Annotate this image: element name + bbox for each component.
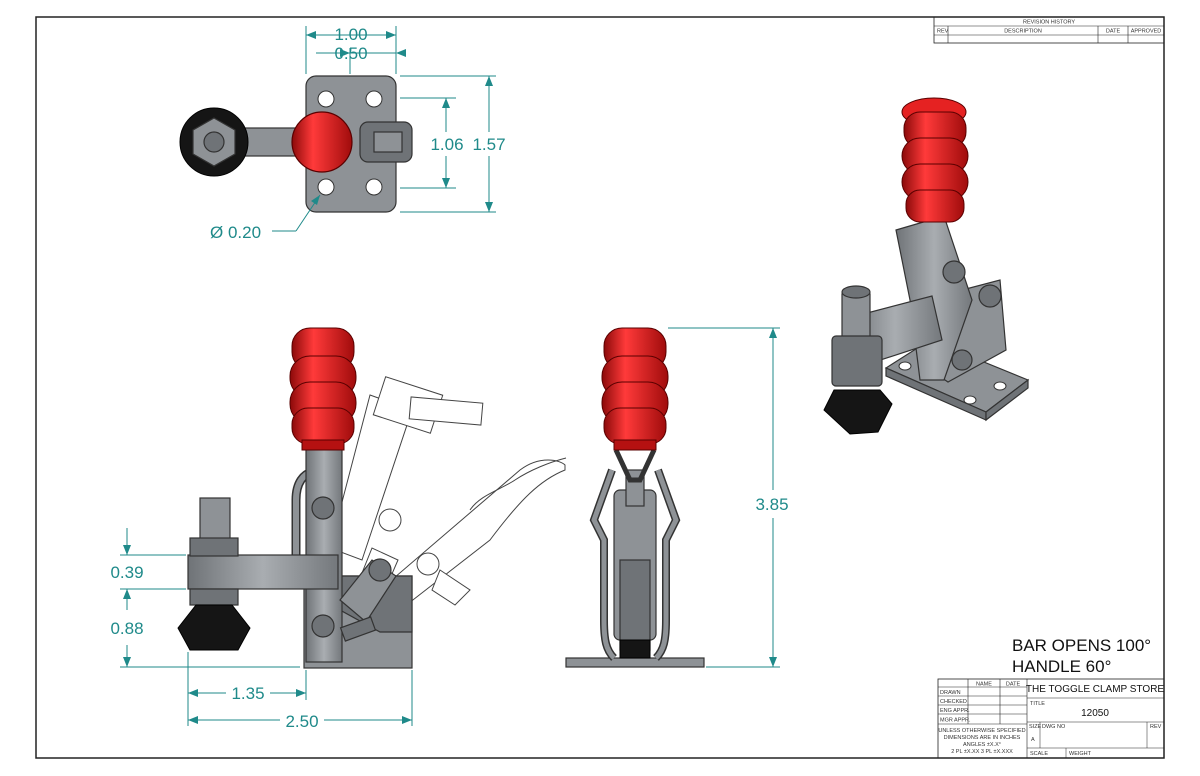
revision-col-date: DATE bbox=[1106, 29, 1121, 35]
dim-side-lower: 0.88 bbox=[110, 619, 143, 638]
handle-knob bbox=[291, 111, 353, 173]
rubber-tip bbox=[177, 604, 251, 651]
mount-hole bbox=[317, 178, 335, 196]
part-number: 12050 bbox=[1081, 708, 1109, 719]
title-block-row-mgr-appr: MGR APPR. bbox=[940, 718, 971, 724]
handle-grip bbox=[289, 327, 357, 451]
dim-top-width-inner: 0.50 bbox=[334, 44, 367, 63]
tolerance-line-3: ANGLES ±X.X° bbox=[963, 742, 1001, 748]
open-position-phantom bbox=[329, 376, 567, 621]
iso-rubber-tip bbox=[823, 389, 893, 435]
scale-label: SCALE bbox=[1030, 751, 1048, 757]
weight-label: WEIGHT bbox=[1069, 751, 1092, 757]
revision-col-rev: REV bbox=[937, 29, 949, 35]
note-handle-angle: HANDLE 60° bbox=[1012, 657, 1111, 676]
mount-hole bbox=[365, 90, 383, 108]
side-view-dimensions: 0.39 0.88 1.35 2.50 bbox=[110, 528, 413, 731]
side-view bbox=[177, 327, 567, 669]
front-view bbox=[565, 327, 705, 668]
size-value: A bbox=[1031, 737, 1035, 743]
tolerance-line-1: UNLESS OTHERWISE SPECIFIED bbox=[938, 728, 1025, 734]
revision-history-title: REVISION HISTORY bbox=[1023, 20, 1075, 26]
dim-front-height: 3.85 bbox=[755, 495, 788, 514]
dwg-no-label: DWG NO bbox=[1042, 724, 1066, 730]
sheet-border bbox=[35, 16, 1165, 759]
top-view-dimensions: 1.00 0.50 1.06 1.57 Ø 0.20 bbox=[210, 25, 506, 242]
dim-top-width-outer: 1.00 bbox=[334, 25, 367, 44]
dim-side-upper: 0.39 bbox=[110, 563, 143, 582]
dim-side-length: 2.50 bbox=[285, 712, 318, 731]
company-name: THE TOGGLE CLAMP STORE bbox=[1026, 684, 1165, 695]
dim-top-height-outer: 1.57 bbox=[472, 135, 505, 154]
rev-label: REV bbox=[1150, 724, 1162, 730]
mount-hole bbox=[365, 178, 383, 196]
size-label: SIZE bbox=[1029, 724, 1042, 730]
front-view-dimensions: 3.85 bbox=[668, 327, 789, 668]
title-block-name-header: NAME bbox=[976, 682, 992, 688]
note-bar-opens: BAR OPENS 100° bbox=[1012, 636, 1151, 655]
title-block: NAME DATE DRAWN CHECKED ENG APPR. MGR AP… bbox=[937, 678, 1165, 759]
dim-top-height-inner: 1.06 bbox=[430, 135, 463, 154]
clamp-bar bbox=[187, 554, 339, 590]
revision-history-block: REVISION HISTORY REV DESCRIPTION DATE AP… bbox=[933, 16, 1165, 44]
title-block-row-drawn: DRAWN bbox=[940, 690, 961, 696]
title-label: TITLE bbox=[1030, 701, 1045, 707]
revision-col-description: DESCRIPTION bbox=[1004, 29, 1042, 35]
iso-handle-grip bbox=[901, 97, 969, 223]
title-block-row-eng-appr: ENG APPR. bbox=[940, 708, 970, 714]
front-handle-grip bbox=[601, 327, 669, 451]
tolerance-line-2: DIMENSIONS ARE IN INCHES bbox=[944, 735, 1021, 741]
revision-col-approved: APPROVED bbox=[1131, 29, 1162, 35]
top-view bbox=[179, 75, 413, 213]
front-base-plate bbox=[565, 657, 705, 668]
title-block-date-header: DATE bbox=[1006, 682, 1021, 688]
mount-hole bbox=[317, 90, 335, 108]
spindle bbox=[199, 497, 231, 543]
dim-hole-diameter: Ø 0.20 bbox=[210, 223, 261, 242]
title-block-row-checked: CHECKED bbox=[940, 699, 967, 705]
tolerance-line-4: 2 PL ±X.XX 3 PL ±X.XXX bbox=[951, 749, 1013, 755]
dim-side-reach: 1.35 bbox=[231, 684, 264, 703]
isometric-view bbox=[823, 97, 1030, 435]
